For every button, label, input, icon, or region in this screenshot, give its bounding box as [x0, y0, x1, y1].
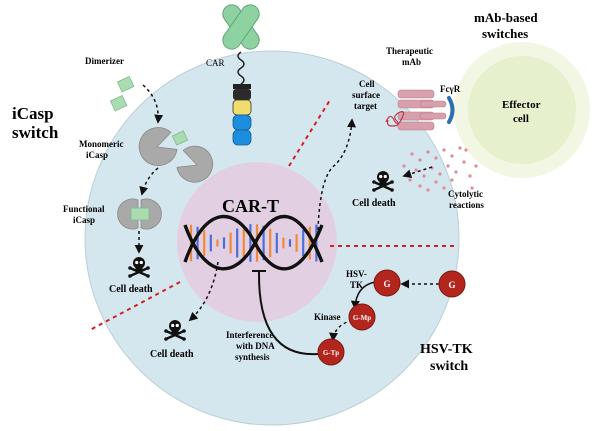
gmp-node: G-Mp	[348, 303, 376, 331]
dimerizer-square-icon	[116, 75, 135, 93]
cytolytic-dot	[422, 174, 426, 178]
car-label: CAR	[206, 58, 225, 68]
cytolytic-dot	[418, 184, 422, 188]
effector-cell-label: Effector cell	[502, 99, 543, 125]
cytolytic-dot	[410, 152, 414, 156]
effector-cell	[468, 56, 576, 164]
cytolytic-dot	[474, 164, 478, 168]
cytolytic-dot	[450, 154, 454, 158]
arrow-monomer-to-functional	[139, 167, 159, 196]
g-node-inner: G	[373, 269, 401, 297]
svg-text:G-Mp: G-Mp	[353, 314, 371, 322]
functional-icasp-complex	[117, 198, 162, 230]
arrow-cytolytic-to-death	[402, 166, 433, 179]
dna-cell-death-label: Cell death	[150, 349, 194, 360]
cell-surface-target	[385, 111, 405, 127]
kinase-label: Kinase	[314, 312, 341, 322]
icasp-cell-death-label: Cell death	[109, 284, 153, 295]
cytolytic-reactions-label: Cytolytic reactions	[448, 189, 485, 210]
cytolytic-dot	[450, 178, 454, 182]
cell-surface-target-label: Cell surface target	[352, 79, 382, 111]
mab-title: mAb-based switches	[474, 10, 541, 41]
arrow-dna-to-death	[188, 261, 219, 322]
cytolytic-dot	[418, 158, 422, 162]
cytolytic-dot	[442, 148, 446, 152]
arrow-dna-to-target	[317, 118, 357, 231]
cytolytic-dot	[446, 164, 450, 168]
hsv-tk-enzyme-label: HSV- TK	[346, 269, 369, 290]
interference-label: Interference with DNA synthesis	[226, 330, 277, 362]
cytolytic-dot	[442, 186, 446, 190]
car-t-title: CAR-T	[222, 196, 279, 216]
cytolytic-dot	[470, 186, 474, 190]
cytolytic-dot	[434, 156, 438, 160]
gtp-node: G-Tp	[317, 338, 345, 366]
svg-text:G-Tp: G-Tp	[323, 349, 339, 357]
cytolytic-dot	[408, 178, 412, 182]
mab-cell-death-label: Cell death	[352, 198, 396, 209]
therapeutic-mab	[397, 89, 447, 131]
dimerizer-square-icon	[109, 94, 128, 112]
svg-text:G: G	[383, 279, 390, 289]
cytolytic-dot	[464, 148, 468, 152]
cytolytic-dot	[426, 150, 430, 154]
cytolytic-dot	[454, 170, 458, 174]
arrow-g-to-gmp	[350, 281, 376, 310]
hsvtk-title: HSV-TK switch	[420, 342, 476, 374]
g-node-outer: G	[438, 270, 466, 298]
fcgr-receptor	[447, 96, 455, 124]
divider-top-right	[288, 99, 331, 167]
fcgr-label: FcγR	[440, 84, 461, 94]
divider-left	[89, 281, 181, 331]
dna-strand-b	[183, 214, 324, 271]
cytolytic-dot	[468, 174, 472, 178]
cytolytic-dot	[426, 188, 430, 192]
monomeric-icasp-label: Monomeric iCasp	[79, 139, 126, 160]
dimerizer-square-icon	[171, 130, 189, 146]
cytolytic-dot	[434, 180, 438, 184]
cytolytic-dot	[458, 146, 462, 150]
functional-icasp-label: Functional iCasp	[63, 204, 107, 225]
icasp-title: iCasp switch	[12, 104, 59, 142]
cytolytic-dot	[402, 164, 406, 168]
pacman-icasp-icon	[176, 145, 214, 183]
therapeutic-mab-label: Therapeutic mAb	[386, 46, 435, 67]
cytolytic-reaction-dots	[402, 146, 478, 192]
cytolytic-dot	[462, 160, 466, 164]
dimerizer-label: Dimerizer	[85, 56, 124, 66]
car-receptor	[222, 4, 260, 146]
cytolytic-dot	[438, 172, 442, 176]
arrow-dimerizer-to-monomer	[142, 84, 164, 124]
cytolytic-dot	[414, 168, 418, 172]
pacman-icasp-icon	[138, 127, 178, 166]
inhibition-arc	[257, 271, 319, 356]
svg-text:G: G	[448, 280, 455, 290]
